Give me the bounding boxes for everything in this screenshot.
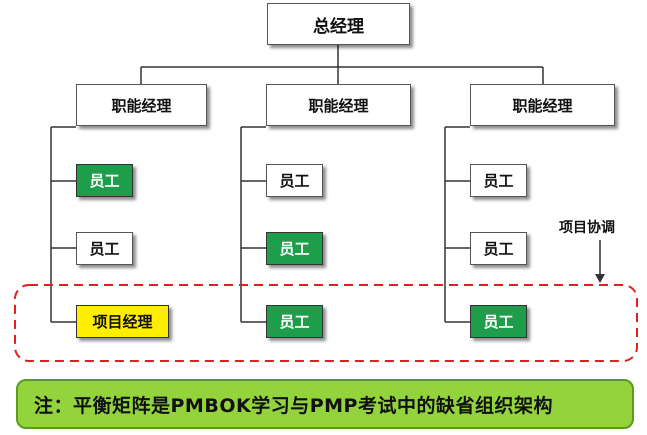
functional-manager-box-2: 职能经理 xyxy=(266,84,411,126)
footer-note-text: 注：平衡矩阵是PMBOK学习与PMP考试中的缺省组织架构 xyxy=(34,394,553,417)
project-coordination-label: 项目协调 xyxy=(559,220,615,236)
employee-label: 员工 xyxy=(89,240,120,258)
employee-box-col1-row2: 员工 xyxy=(76,232,133,265)
employee-label: 员工 xyxy=(483,240,514,258)
employee-box-col2-row3: 员工 xyxy=(266,305,323,338)
functional-manager-box-3: 职能经理 xyxy=(470,84,615,126)
ceo-box: 总经理 xyxy=(267,3,410,45)
employee-label: 员工 xyxy=(483,313,514,331)
employee-label: 员工 xyxy=(279,172,310,190)
functional-manager-label: 职能经理 xyxy=(111,96,172,115)
ceo-label: 总经理 xyxy=(313,16,364,37)
employee-box-col1-row1: 员工 xyxy=(76,164,133,197)
coordination-arrow-head xyxy=(595,274,605,283)
footer-note: 注：平衡矩阵是PMBOK学习与PMP考试中的缺省组织架构 xyxy=(16,379,634,429)
employee-label: 员工 xyxy=(279,240,310,258)
employee-box-col3-row3: 员工 xyxy=(470,305,527,338)
project-coordination-region xyxy=(14,284,638,362)
employee-box-col3-row2: 员工 xyxy=(470,232,527,265)
project-manager-label: 项目经理 xyxy=(92,313,153,331)
functional-manager-box-1: 职能经理 xyxy=(76,84,207,126)
employee-label: 员工 xyxy=(279,313,310,331)
functional-manager-label: 职能经理 xyxy=(512,96,573,115)
functional-manager-label: 职能经理 xyxy=(308,96,369,115)
project-manager-box: 项目经理 xyxy=(76,305,169,338)
employee-label: 员工 xyxy=(483,172,514,190)
employee-box-col2-row2: 员工 xyxy=(266,232,323,265)
employee-box-col3-row1: 员工 xyxy=(470,164,527,197)
employee-box-col2-row1: 员工 xyxy=(266,164,323,197)
employee-label: 员工 xyxy=(89,172,120,190)
